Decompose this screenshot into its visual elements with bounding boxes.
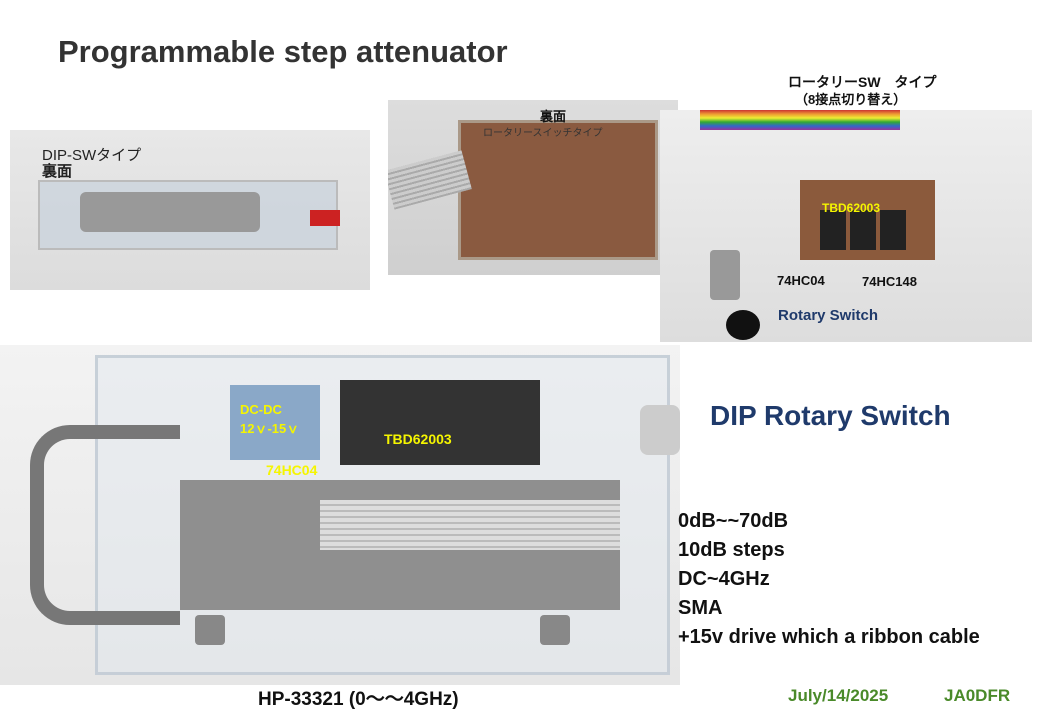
rotary-label-2: （8接点切り替え） — [795, 92, 907, 107]
main-unit-photo — [0, 345, 680, 685]
main-chip-tbd62003: TBD62003 — [384, 431, 452, 447]
spec-item: +15v drive which a ribbon cable — [678, 626, 980, 648]
rotary-caption: Rotary Switch — [778, 307, 879, 324]
spec-item: DC~4GHz — [678, 568, 770, 590]
back-side-photo — [388, 100, 678, 275]
dcdc-label-2: 12ｖ-15ｖ — [240, 421, 300, 436]
page-title: Programmable step attenuator — [58, 34, 508, 69]
spec-item: SMA — [678, 597, 723, 619]
dip-label-1: DIP-SWタイプ — [42, 147, 142, 164]
main-chip-74hc04: 74HC04 — [266, 462, 318, 478]
dip-rotary-heading: DIP Rotary Switch — [710, 400, 951, 431]
footer-author: JA0DFR — [944, 686, 1011, 705]
spec-item: 0dB~~70dB — [678, 510, 789, 532]
back-label-2: ロータリースイッチタイプ — [483, 128, 603, 139]
back-label-1: 裏面 — [540, 109, 567, 124]
rotary-label-1: ロータリーSW タイプ — [788, 74, 937, 90]
rotary-photo — [660, 110, 1032, 342]
footer-date: July/14/2025 — [788, 686, 889, 705]
dcdc-label-1: DC-DC — [240, 402, 282, 417]
spec-item: 10dB steps — [678, 539, 785, 561]
chip-label-74hc148: 74HC148 — [862, 274, 917, 289]
chip-label-74hc04: 74HC04 — [777, 273, 825, 288]
dip-label-2: 裏面 — [42, 163, 73, 180]
dip-sw-photo — [10, 130, 370, 290]
main-caption: HP-33321 (0〜〜4GHz) — [258, 689, 459, 710]
chip-label-tbd62003: TBD62003 — [822, 201, 881, 215]
